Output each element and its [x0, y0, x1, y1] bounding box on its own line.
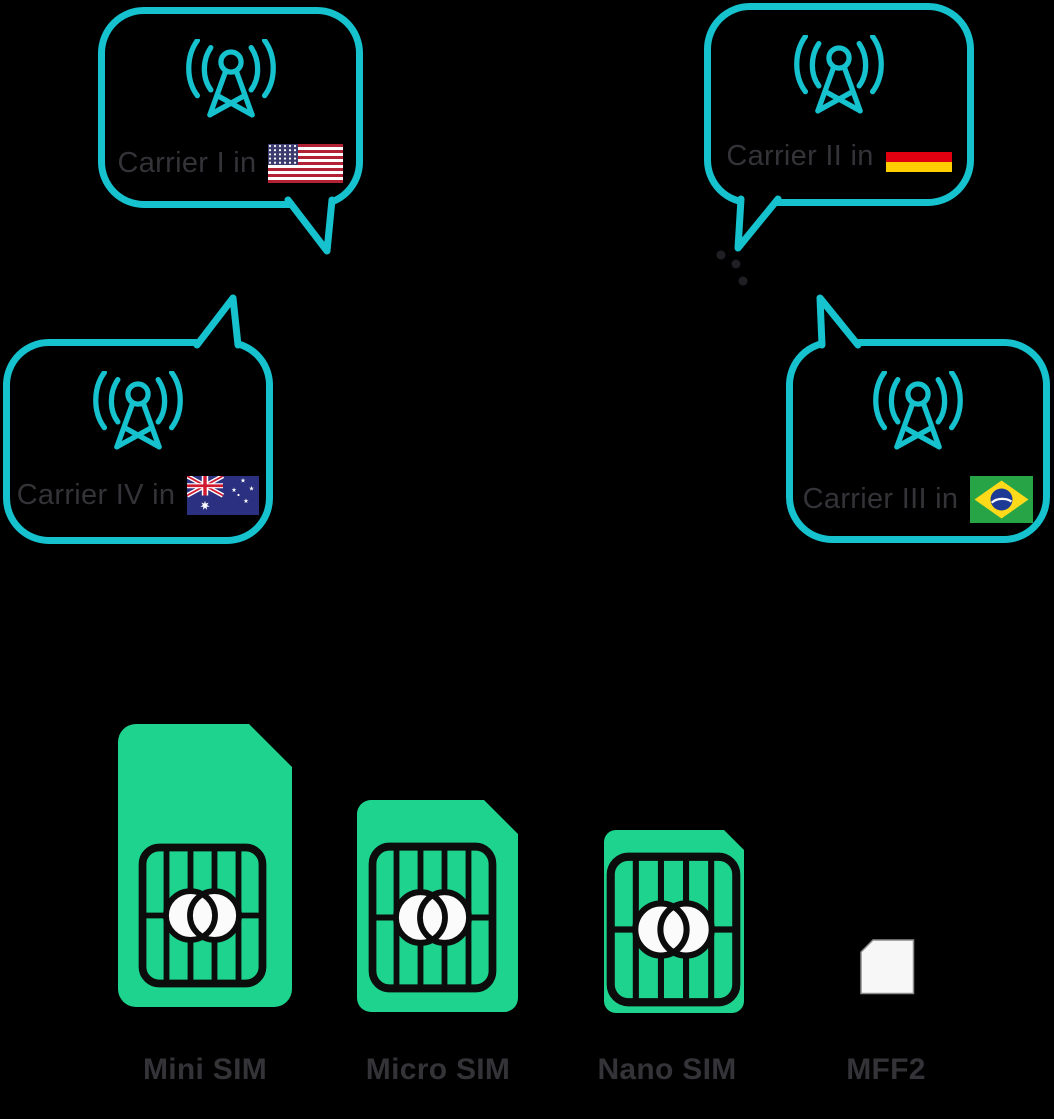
carrier-row: Carrier I in — [118, 144, 344, 183]
sim-label-mff2: MFF2 — [846, 1053, 926, 1086]
sim-chip-icon — [368, 842, 497, 993]
de-flag-gold-band — [885, 161, 952, 172]
cell-tower-icon — [873, 371, 963, 450]
dot — [738, 276, 748, 286]
de-flag-black-band — [885, 141, 952, 152]
carrier-row: Carrier II in — [726, 140, 952, 173]
cell-tower-icon — [794, 35, 884, 114]
bubble-tail-carrier-4 — [193, 294, 242, 349]
speech-bubble-carrier-2: Carrier II in — [704, 3, 974, 206]
speech-bubble-carrier-1: Carrier I in — [98, 7, 363, 208]
au-southern-cross — [231, 477, 255, 504]
bubble-tail-carrier-3 — [816, 294, 862, 349]
sim-card-mini — [118, 724, 292, 1007]
us-flag-icon — [268, 144, 344, 183]
carrier-label: Carrier III in — [802, 483, 959, 515]
carrier-label: Carrier II in — [726, 140, 874, 172]
sim-card-nano — [604, 830, 744, 1013]
br-flag-band — [991, 497, 1013, 504]
cell-tower-icon — [93, 371, 183, 450]
bubble-tail-carrier-2 — [734, 195, 782, 252]
dot — [731, 259, 741, 269]
carrier-row: Carrier IV in — [17, 476, 260, 515]
br-flag-icon — [970, 476, 1034, 523]
carrier-label: Carrier IV in — [16, 479, 176, 511]
sim-label-nano: Nano SIM — [597, 1053, 737, 1086]
speech-bubble-carrier-4: Carrier IV in — [3, 339, 273, 544]
sim-label-micro: Micro SIM — [365, 1053, 511, 1086]
au-union-jack — [187, 476, 225, 498]
au-commonwealth-star — [200, 500, 210, 510]
de-flag-icon — [885, 141, 952, 172]
us-flag-canton — [268, 144, 299, 165]
de-flag-red-band — [885, 151, 952, 162]
dot — [716, 250, 726, 260]
cell-tower-icon — [185, 39, 276, 118]
sim-chip-icon — [138, 843, 267, 988]
speech-bubble-carrier-3: Carrier III in — [786, 339, 1050, 543]
sim-chip-icon — [606, 852, 741, 1007]
carrier-label: Carrier I in — [117, 147, 257, 179]
sim-card-micro — [357, 800, 518, 1012]
ellipsis-dots — [716, 250, 748, 286]
sim-label-mini: Mini SIM — [142, 1053, 268, 1086]
carrier-row: Carrier III in — [803, 476, 1034, 523]
au-flag-icon — [187, 476, 260, 515]
mff2-chip — [860, 939, 915, 995]
